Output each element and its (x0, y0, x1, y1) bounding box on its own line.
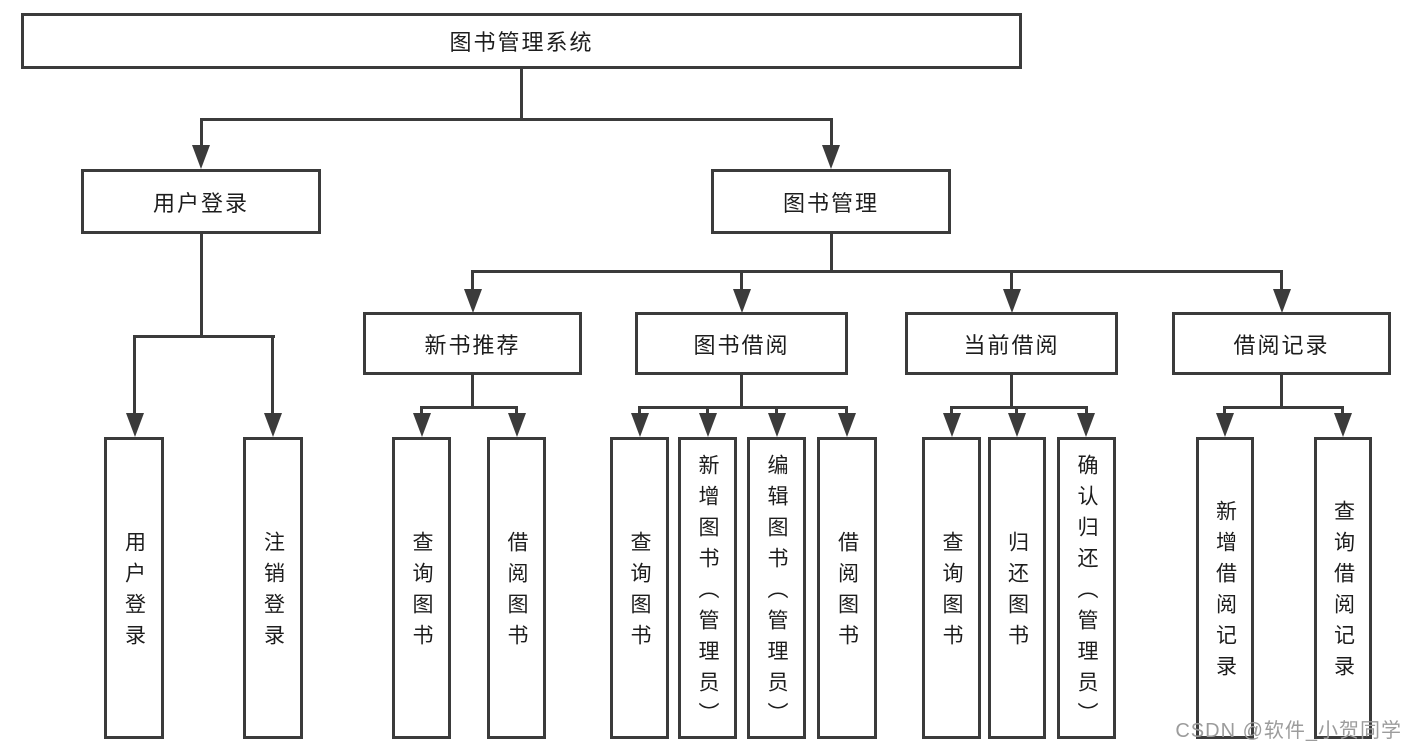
leaf-query-books-current: 查询图书 (922, 437, 981, 739)
arrowhead-down-icon (508, 413, 526, 437)
connector-line (420, 406, 423, 416)
leaf-confirm-return-admin-label: 确认归还（管理员） (1075, 453, 1098, 733)
connector-line (200, 118, 833, 121)
arrowhead-down-icon (192, 145, 210, 169)
connector-line (1223, 406, 1344, 409)
connector-line (271, 335, 274, 417)
connector-line (133, 335, 136, 417)
leaf-edit-books-admin: 编辑图书（管理员） (747, 437, 806, 739)
connector-line (1223, 406, 1226, 416)
arrowhead-down-icon (264, 413, 282, 437)
node-current-borrowing-label: 当前借阅 (963, 332, 1060, 358)
arrowhead-down-icon (733, 289, 751, 313)
connector-line (740, 374, 743, 409)
connector-line (775, 406, 778, 416)
leaf-query-books-recommend: 查询图书 (392, 437, 451, 739)
node-root: 图书管理系统 (21, 13, 1022, 69)
watermark: CSDN @软件_小贺同学 (1175, 720, 1402, 742)
connector-line (471, 374, 474, 409)
node-user-login: 用户登录 (81, 169, 321, 234)
connector-line (200, 118, 203, 148)
arrowhead-down-icon (126, 413, 144, 437)
leaf-return-books-label: 归还图书 (1005, 531, 1029, 655)
node-borrowing-records: 借阅记录 (1172, 312, 1391, 375)
connector-line (420, 406, 518, 409)
node-borrowing-records-label: 借阅记录 (1233, 332, 1330, 358)
node-new-book-recommend-label: 新书推荐 (424, 332, 521, 358)
arrowhead-down-icon (838, 413, 856, 437)
arrowhead-down-icon (1216, 413, 1234, 437)
connector-line (830, 118, 833, 148)
connector-line (133, 335, 275, 338)
leaf-borrow-books-label: 借阅图书 (835, 531, 859, 655)
leaf-confirm-return-admin: 确认归还（管理员） (1057, 437, 1116, 739)
node-new-book-recommend: 新书推荐 (363, 312, 582, 375)
arrowhead-down-icon (943, 413, 961, 437)
leaf-edit-books-admin-label: 编辑图书（管理员） (765, 453, 788, 733)
connector-line (471, 270, 1283, 273)
connector-line (1015, 406, 1018, 416)
connector-line (740, 270, 743, 292)
arrowhead-down-icon (1334, 413, 1352, 437)
node-current-borrowing: 当前借阅 (905, 312, 1118, 375)
arrowhead-down-icon (413, 413, 431, 437)
leaf-user-login-label: 用户登录 (122, 531, 146, 655)
leaf-query-books-current-label: 查询图书 (940, 531, 963, 655)
connector-line (1280, 374, 1283, 409)
connector-line (471, 270, 474, 292)
node-book-borrowing: 图书借阅 (635, 312, 848, 375)
connector-line (520, 66, 523, 121)
connector-line (845, 406, 848, 416)
connector-line (950, 406, 1087, 409)
connector-line (1280, 270, 1283, 292)
leaf-borrow-books: 借阅图书 (817, 437, 877, 739)
leaf-query-books-borrow: 查询图书 (610, 437, 669, 739)
leaf-logout-label: 注销登录 (261, 531, 285, 655)
connector-line (706, 406, 709, 416)
arrowhead-down-icon (631, 413, 649, 437)
leaf-return-books: 归还图书 (988, 437, 1046, 739)
arrowhead-down-icon (699, 413, 717, 437)
leaf-logout: 注销登录 (243, 437, 303, 739)
connector-line (1085, 406, 1088, 416)
arrowhead-down-icon (464, 289, 482, 313)
leaf-borrow-books-recommend: 借阅图书 (487, 437, 546, 739)
arrowhead-down-icon (768, 413, 786, 437)
arrowhead-down-icon (1008, 413, 1026, 437)
leaf-add-books-admin: 新增图书（管理员） (678, 437, 737, 739)
connector-line (515, 406, 518, 416)
leaf-add-books-admin-label: 新增图书（管理员） (696, 453, 719, 733)
connector-line (1010, 374, 1013, 409)
node-user-login-label: 用户登录 (152, 190, 249, 216)
leaf-borrow-books-recommend-label: 借阅图书 (505, 531, 528, 655)
node-book-management-label: 图书管理 (782, 190, 879, 216)
arrowhead-down-icon (1273, 289, 1291, 313)
leaf-add-borrow-record: 新增借阅记录 (1196, 437, 1254, 739)
node-root-label: 图书管理系统 (449, 30, 594, 55)
arrowhead-down-icon (1003, 289, 1021, 313)
arrowhead-down-icon (822, 145, 840, 169)
leaf-add-borrow-record-label: 新增借阅记录 (1213, 500, 1237, 686)
connector-line (1010, 270, 1013, 292)
node-book-management: 图书管理 (711, 169, 951, 234)
connector-line (638, 406, 848, 409)
connector-line (638, 406, 641, 416)
leaf-query-books-recommend-label: 查询图书 (410, 531, 433, 655)
connector-line (200, 231, 203, 338)
leaf-user-login: 用户登录 (104, 437, 164, 739)
leaf-query-borrow-record: 查询借阅记录 (1314, 437, 1372, 739)
arrowhead-down-icon (1077, 413, 1095, 437)
connector-line (830, 231, 833, 273)
connector-line (950, 406, 953, 416)
node-book-borrowing-label: 图书借阅 (693, 332, 790, 358)
leaf-query-borrow-record-label: 查询借阅记录 (1331, 500, 1355, 686)
leaf-query-books-borrow-label: 查询图书 (628, 531, 651, 655)
connector-line (1341, 406, 1344, 416)
